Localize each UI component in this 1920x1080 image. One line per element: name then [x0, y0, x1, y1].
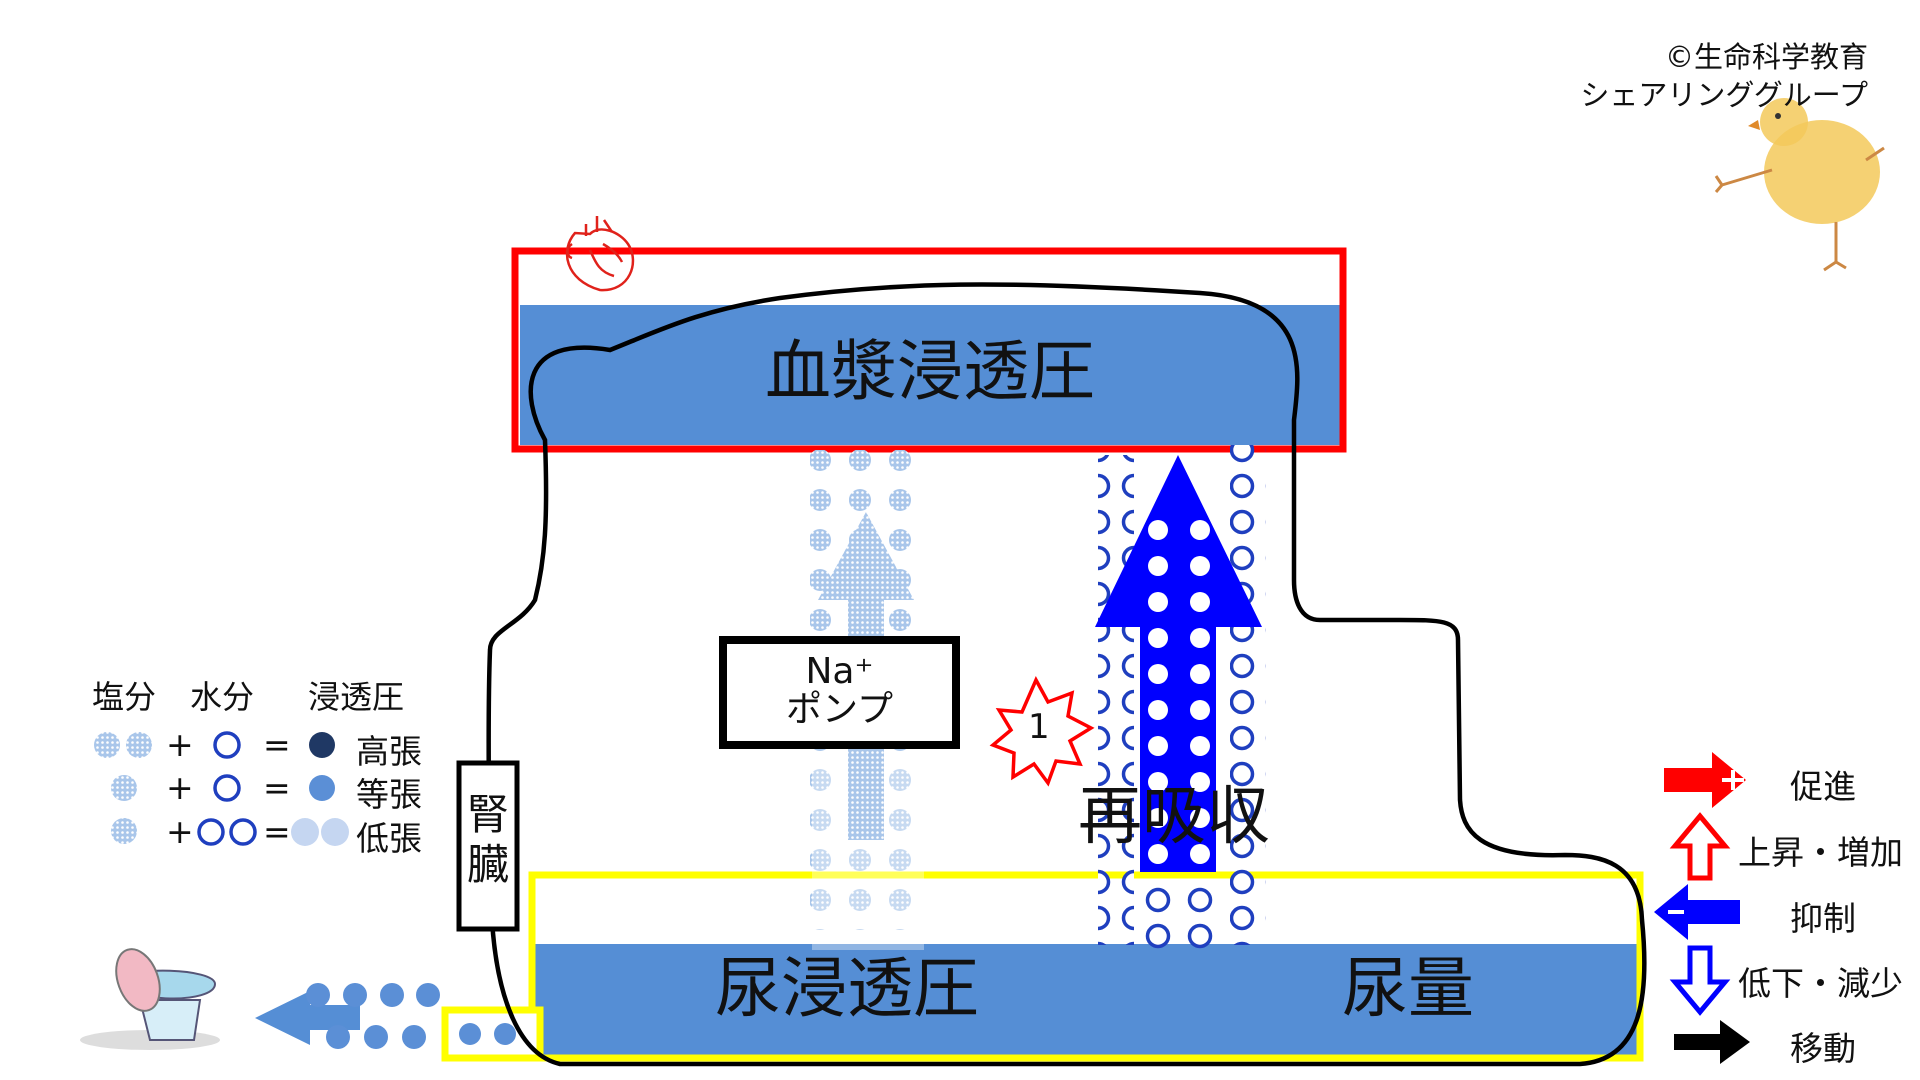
na-pump-box [719, 636, 960, 749]
legend-row1-plus: + [166, 725, 194, 764]
legend-water-ring [229, 818, 257, 846]
na-pump-line1: Na⁺ [805, 651, 874, 692]
legend-row2-equals: = [263, 768, 291, 807]
na-pump-label: Na⁺ ポンプ [723, 653, 956, 729]
water-dot [1190, 556, 1210, 576]
blood-panel-fill [520, 305, 1340, 445]
urine-outflow-arrow [255, 983, 440, 1049]
move-arrow-icon [1674, 1020, 1750, 1064]
water-dot [1190, 772, 1210, 792]
legend-row2-result: 等張 [356, 775, 422, 814]
urine-panel-frame [528, 871, 1644, 1062]
urine-outflow-dots [459, 1023, 516, 1045]
key-move-label: 移動 [1790, 1029, 1856, 1068]
legend-hypotonic-dot [291, 818, 319, 846]
kidney-label-line1: 腎 [466, 790, 509, 839]
water-dot [1148, 628, 1168, 648]
promote-arrow-icon [1664, 752, 1746, 808]
water-dot [1190, 520, 1210, 540]
legend-hypotonic-dot [321, 818, 349, 846]
kidney-label: 腎 臓 [459, 790, 517, 890]
toilet-icon [80, 948, 220, 1050]
legend-salt-dot [126, 732, 152, 758]
water-ring [1145, 923, 1171, 949]
blood-osmotic-pressure-label: 血漿浸透圧 [765, 333, 1095, 410]
water-dot [1190, 592, 1210, 612]
water-ring-column-right [1230, 445, 1266, 945]
reabsorption-arrow-water-dots [1148, 520, 1210, 864]
water-dot [1148, 592, 1168, 612]
burst-star-icon [989, 676, 1095, 787]
legend-row3-plus: + [166, 812, 194, 851]
inhibit-arrow-icon [1654, 884, 1740, 940]
water-dot [1190, 844, 1210, 864]
key-inhibit-label: 抑制 [1790, 899, 1856, 938]
water-dot [1148, 736, 1168, 756]
water-dot [1148, 844, 1168, 864]
key-increase-label: 上昇・増加 [1738, 833, 1903, 872]
legend-symbols [94, 731, 349, 846]
key-arrows [1654, 752, 1750, 1064]
urine-osmotic-pressure-label: 尿浸透圧 [715, 950, 979, 1027]
legend-row3-equals: = [263, 812, 291, 851]
legend-salt-dot [94, 732, 120, 758]
urine-volume-label: 尿量 [1342, 950, 1474, 1027]
chick-illustration [1714, 98, 1885, 272]
legend-header-osmotic: 浸透圧 [308, 678, 405, 716]
legend-row2-plus: + [166, 768, 194, 807]
water-dot [1190, 628, 1210, 648]
reabsorption-arrow [1095, 455, 1262, 872]
water-dot [1148, 556, 1168, 576]
kidney-label-line2: 臓 [466, 840, 509, 889]
water-ring [1145, 887, 1171, 913]
legend-row1-equals: = [263, 725, 291, 764]
legend-water-ring [213, 731, 241, 759]
water-dot [1148, 520, 1168, 540]
water-ring-column-inner [1145, 887, 1213, 949]
water-ring-column-left [1098, 455, 1134, 945]
water-dot [1148, 700, 1168, 720]
copyright-line2: シェアリンググループ [1580, 78, 1868, 112]
blood-panel-frame [511, 247, 1347, 453]
water-dot [1190, 808, 1210, 828]
kidney-label-box [456, 760, 520, 932]
water-dot [1190, 664, 1210, 684]
reabsorption-label: 再吸収 [1078, 780, 1270, 854]
water-ring [1187, 887, 1213, 913]
legend-water-ring [197, 818, 225, 846]
increase-arrow-icon [1669, 812, 1731, 881]
water-dot [1148, 772, 1168, 792]
water-dot [1190, 700, 1210, 720]
water-dot [1148, 664, 1168, 684]
legend-header-water: 水分 [190, 678, 255, 716]
copyright-line1: ©生命科学教育 [1664, 40, 1868, 74]
legend-salt-dot [111, 818, 137, 844]
legend-hypertonic-dot [309, 732, 335, 758]
urine-panel-fill [535, 944, 1637, 1055]
heart-icon [565, 216, 635, 292]
kidney-outline [486, 282, 1647, 1067]
legend-header-salt: 塩分 [92, 678, 157, 716]
legend-row3-result: 低張 [356, 819, 422, 858]
burst-number: 1 [1028, 707, 1050, 747]
legend-salt-dot [111, 775, 137, 801]
water-ring [1187, 923, 1213, 949]
water-dot [1190, 736, 1210, 756]
na-pump-line2: ポンプ [786, 689, 893, 730]
key-promote-label: 促進 [1790, 767, 1856, 806]
legend-row1-result: 高張 [356, 732, 422, 771]
legend-isotonic-dot [309, 775, 335, 801]
key-decrease-label: 低下・減少 [1738, 964, 1903, 1003]
decrease-arrow-icon [1669, 945, 1731, 1016]
legend-water-ring [213, 774, 241, 802]
water-dot [1148, 808, 1168, 828]
